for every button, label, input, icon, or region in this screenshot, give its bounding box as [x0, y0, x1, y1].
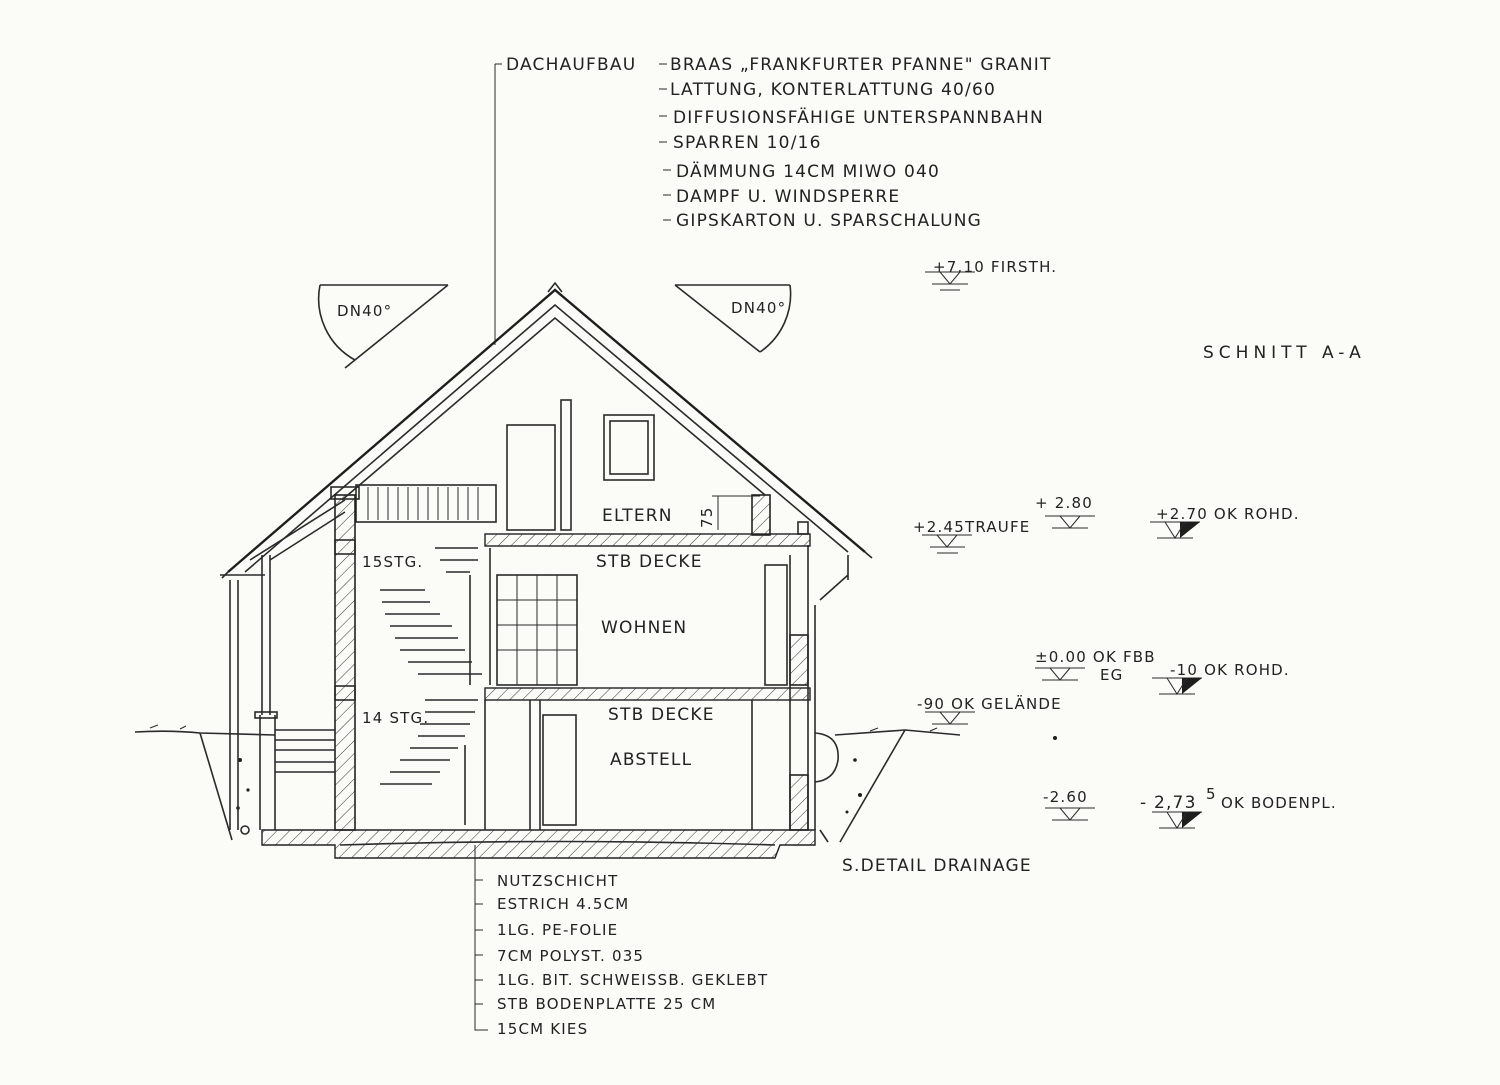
level-ok-rohd-upper: +2.70 OK ROHD. [1150, 505, 1300, 539]
downpipe-left [220, 574, 265, 830]
level-plus-280-text: + 2.80 [1035, 494, 1093, 512]
lower-slab-label: STB DECKE [608, 705, 715, 725]
stair-upper-label: 15STG. [362, 553, 423, 571]
right-wall-lower [789, 774, 809, 831]
right-window-upper [764, 564, 788, 686]
floor-build-up-callout: NUTZSCHICHT ESTRICH 4.5CM 1LG. PE-FOLIE … [474, 845, 768, 1038]
floor-layer-7: 15CM KIES [497, 1020, 588, 1038]
roof-leader-line [494, 63, 502, 345]
attic-post [560, 399, 572, 531]
roof-build-up-lead: DACHAUFBAU [506, 55, 636, 75]
level-ok-bodenpl-value: - 2,73 [1140, 793, 1197, 813]
stair-lower-label: 14 STG. [362, 709, 429, 727]
roof-layer-4: SPARREN 10/16 [673, 133, 822, 153]
level-ok-fbb: ±0.00 OK FBB EG [1035, 648, 1156, 684]
roof-layer-dashes [659, 63, 671, 221]
level-minus-260: -2.60 [1043, 788, 1095, 821]
lower-stair [380, 699, 486, 830]
level-ok-rohd-lower: -10 OK ROHD. [1152, 661, 1290, 695]
roof-layer-1: BRAAS „FRANKFURTER PFANNE" GRANIT [670, 55, 1052, 75]
level-traufe: +2.45TRAUFE [913, 518, 1031, 554]
roof-pitch-left: DN40° [337, 302, 392, 320]
level-ok-gelaende: -90 OK GELÄNDE [917, 694, 1062, 725]
right-wall-attic [751, 494, 771, 536]
roof-pitch-left-symbol: DN40° [317, 284, 449, 369]
roof-layer-7: GIPSKARTON U. SPARSCHALUNG [676, 211, 982, 231]
terrain [134, 724, 1057, 843]
exterior-steps [275, 729, 335, 773]
floor-leader-line [474, 845, 488, 1031]
level-firsth: +7.10 FIRSTH. [925, 258, 1057, 291]
floor-layer-2: ESTRICH 4.5CM [497, 895, 629, 913]
attic-window [603, 414, 655, 481]
roof-pitch-right-symbol: DN40° [674, 284, 792, 353]
attic-door [506, 424, 556, 531]
base-slab [261, 829, 816, 859]
level-firsth-text: +7.10 FIRSTH. [933, 258, 1057, 276]
room-eltern: ELTERN [602, 506, 673, 526]
level-ok-rohd-lower-text: -10 OK ROHD. [1170, 661, 1290, 679]
floor-layer-6: STB BODENPLATTE 25 CM [497, 995, 716, 1013]
room-wohnen: WOHNEN [601, 618, 687, 638]
roof-build-up-callout: DACHAUFBAU BRAAS „FRANKFURTER PFANNE" GR… [494, 55, 1052, 345]
interior-wall [529, 700, 541, 830]
right-eave [814, 555, 849, 830]
gravel-dots [236, 736, 1057, 814]
light-well [814, 732, 839, 783]
roof-outer-line [227, 288, 866, 573]
floor-layer-ticks [475, 879, 483, 1005]
level-minus-260-text: -2.60 [1043, 788, 1088, 806]
porch-rafter [249, 499, 346, 561]
right-wall-upper [789, 634, 809, 686]
roof-layer-2: LATTUNG, KONTERLATTUNG 40/60 [670, 80, 996, 100]
level-traufe-text: +2.45TRAUFE [913, 518, 1031, 536]
level-ok-fbb-text: ±0.00 OK FBB [1035, 648, 1156, 666]
roof-layer-6: DAMPF U. WINDSPERRE [676, 187, 900, 207]
upper-slab-label: STB DECKE [596, 552, 703, 572]
level-ok-bodenpl-text: OK BODENPL. [1221, 794, 1337, 812]
level-ok-rohd-upper-text: +2.70 OK ROHD. [1156, 505, 1300, 523]
abstell-door [542, 714, 577, 826]
attic-railing [355, 484, 497, 523]
floor-layer-5: 1LG. BIT. SCHWEISSB. GEKLEBT [497, 971, 768, 989]
upper-stair [380, 547, 491, 685]
roof-inner-line [244, 303, 849, 573]
level-ok-bodenpl-sup: 5 [1206, 785, 1217, 803]
roof-ceiling-line [341, 316, 766, 501]
ridge-cap [547, 281, 563, 293]
level-eg-text: EG [1100, 666, 1124, 684]
roof-layer-5: DÄMMUNG 14CM MIWO 040 [676, 161, 940, 182]
level-plus-280: + 2.80 [1035, 494, 1095, 529]
level-ok-gelaende-text: -90 OK GELÄNDE [917, 694, 1062, 713]
level-ok-bodenpl: - 2,73 5 OK BODENPL. [1140, 785, 1337, 829]
left-wall [334, 494, 356, 831]
building-section: 75 15STG. [220, 281, 873, 859]
upper-slab [484, 533, 811, 547]
drainage-note: S.DETAIL DRAINAGE [842, 856, 1032, 876]
porch-post [259, 715, 276, 830]
floor-layer-4: 7CM POLYST. 035 [497, 947, 644, 965]
dimension-75: 75 [698, 507, 716, 529]
roof-pitch-right: DN40° [731, 299, 786, 317]
floor-layer-3: 1LG. PE-FOLIE [497, 921, 618, 939]
room-abstell: ABSTELL [610, 750, 692, 770]
roof-layer-3: DIFFUSIONSFÄHIGE UNTERSPANNBAHN [673, 107, 1044, 128]
railing-bars [367, 487, 479, 520]
floor-layer-1: NUTZSCHICHT [497, 872, 618, 890]
drawing-title: SCHNITT A-A [1203, 343, 1366, 363]
lower-slab [484, 687, 811, 701]
